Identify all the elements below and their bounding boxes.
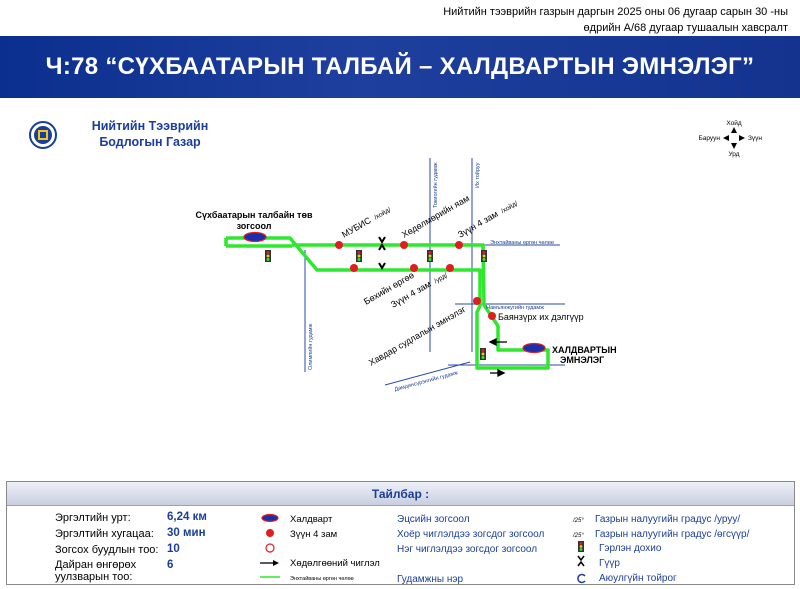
terminal-start-label-2: зогсоол <box>237 221 272 231</box>
stop-zuun4-south <box>446 264 454 272</box>
legend-one-way-stop-icon <box>265 543 275 553</box>
street-label-ikh-toiruu: Их тойруу <box>474 162 481 188</box>
stop-markers <box>335 241 496 320</box>
street-label-damdinsuren: Дамдинсүрэнгийн гудамж <box>394 369 459 393</box>
decree-line-1: Нийтийн тээврийн газрын даргын 2025 оны … <box>443 6 788 18</box>
agency-name: Нийтийн Тээврийн Бодлогын Газар <box>80 118 220 150</box>
legend-terminal-stop-text: Эцсийн зогсоол <box>397 514 470 525</box>
traffic-light-icon <box>480 348 486 360</box>
street-label-olimpiin: Олимпийн гудамж <box>307 323 314 370</box>
agency-logo-icon <box>29 121 57 149</box>
legend-street-sample-text: Энхтайваны өргөн чөлөө <box>290 576 354 582</box>
route-title-banner: Ч:78 “СҮХБААТАРЫН ТАЛБАЙ – ХАЛДВАРТЫН ЭМ… <box>0 36 800 98</box>
legend-slope-up-text: Газрын налуугийн градус /уруу/ <box>595 514 741 525</box>
legend-one-way-stop-text: Нэг чиглэлдээ зогсдог зогсоол <box>397 544 538 555</box>
legend-slope-down-text: Газрын налуугийн градус /өгсүүр/ <box>595 529 750 540</box>
legend-bridge-icon <box>577 555 585 567</box>
stat-stops-label: Зогсох буудлын тоо: <box>55 544 159 556</box>
legend-roundabout-icon <box>577 573 586 584</box>
stat-junctions-value: 6 <box>167 559 174 571</box>
compass-south: Урд <box>728 151 739 158</box>
legend-traffic-light-text: Гэрлэн дохио <box>599 543 662 554</box>
agency-name-line-2: Бодлогын Газар <box>99 135 201 149</box>
legend-street-name-text: Гудамжны нэр <box>397 574 464 585</box>
compass-east: Зүүн <box>748 135 762 142</box>
terminal-start-label-1: Сүхбаатарын талбайн төв <box>196 210 313 220</box>
street-label-enkh-taivan: Энхтайваны өргөн чөлөө <box>490 239 554 246</box>
decree-caption: Нийтийн тээврийн газрын даргын 2025 оны … <box>368 4 788 36</box>
stop-label-khavdar: Хавдар судлалын эмнэлэг <box>367 304 468 368</box>
stop-khudulmuriin <box>400 241 408 249</box>
stop-urgiin <box>350 264 358 272</box>
legend-roundabout-text: Аюулгүйн тойрог <box>599 573 677 584</box>
agency-name-line-1: Нийтийн Тээврийн <box>91 119 209 133</box>
direction-arrows <box>488 337 507 378</box>
legend-direction-text: Хөдөлгөөний чиглэл <box>290 558 380 569</box>
terminal-start-icon <box>243 231 267 243</box>
legend-panel: Тайлбар : Эргэлтийн урт: 6,24 км Эргэлти… <box>6 481 795 585</box>
compass-rose-icon: Хойд Урд Баруун Зүүн <box>698 119 762 158</box>
stat-length-label: Эргэлтийн урт: <box>55 512 131 524</box>
terminal-end-label-1: ХАЛДВАРТЫН <box>552 345 617 355</box>
stat-duration-label: Эргэлтийн хугацаа: <box>55 528 154 540</box>
stop-bekhiin <box>410 264 418 272</box>
stop-label-zuun4-north-dir: /хойд/ <box>500 199 520 215</box>
compass-west: Баруун <box>698 135 720 142</box>
stat-junctions-label-1: Дайран өнгөрөх <box>55 559 137 571</box>
legend-bridge-text: Гүүр <box>599 558 620 569</box>
legend-symbols <box>260 513 280 578</box>
legend-traffic-light-icon <box>578 541 584 552</box>
legend-right-icons <box>577 541 586 584</box>
terminal-end-icon <box>522 342 546 354</box>
stop-label-mubis: МУБИС /хойд/ <box>340 204 392 240</box>
legend-heading: Тайлбар : <box>7 482 794 506</box>
stat-length-value: 6,24 км <box>167 511 207 523</box>
stop-khavdar <box>473 297 481 305</box>
legend-stop-icon <box>266 529 274 537</box>
stat-junctions-label-2: уулзварын тоо: <box>55 571 133 583</box>
stop-label-zuun4-south: Зүүн 4 зам /урд/ <box>389 269 449 309</box>
stop-mubis <box>335 241 343 249</box>
traffic-light-icon <box>356 250 362 262</box>
legend-terminal-text: Халдварт <box>290 514 333 525</box>
street-label-tokio: Токиогийн гудамж <box>432 162 439 208</box>
bridge-icon <box>378 262 386 270</box>
street-damdinsuren-diag <box>384 361 471 386</box>
street-label-namyanjugiin: Намъянжугийн гудамж <box>486 304 544 311</box>
traffic-light-icon <box>481 250 487 262</box>
stop-label-zuun4-south-dir: /урд/ <box>433 272 449 285</box>
compass-north: Хойд <box>726 119 742 127</box>
legend-terminal-icon <box>261 513 279 523</box>
stop-zuun4-north <box>455 241 463 249</box>
traffic-light-icon <box>265 250 271 262</box>
traffic-light-icons <box>265 250 487 360</box>
legend-slope-down-code: /25° <box>573 533 584 539</box>
stop-label-mubis-name: МУБИС <box>340 215 373 240</box>
legend-stop-text: Зүүн 4 зам <box>290 529 338 540</box>
route-map: Хойд Урд Баруун Зүүн <box>196 119 763 393</box>
stop-label-bayanzurkh: Баянзүрх их дэлгүүр <box>498 312 584 322</box>
stop-label-mubis-dir: /хойд/ <box>373 205 393 221</box>
legend-two-way-stop-text: Хоёр чиглэлдээ зогсдог зогсоол <box>397 529 545 540</box>
traffic-light-icon <box>427 250 433 262</box>
decree-line-2: өдрийн А/68 дугаар тушаалын хавсралт <box>583 22 788 34</box>
stat-duration-value: 30 мин <box>167 527 206 539</box>
stop-bayanzurkh <box>488 312 496 320</box>
stop-label-zuun4-north-name: Зүүн 4 зам <box>456 209 500 240</box>
legend-slope-up-code: /25° <box>573 518 584 524</box>
terminal-end-label-2: ЭМНЭЛЭГ <box>560 355 604 365</box>
bridge-icon <box>378 236 386 251</box>
stat-stops-value: 10 <box>167 543 180 555</box>
route-path <box>224 236 550 370</box>
bridge-icons <box>378 236 386 270</box>
